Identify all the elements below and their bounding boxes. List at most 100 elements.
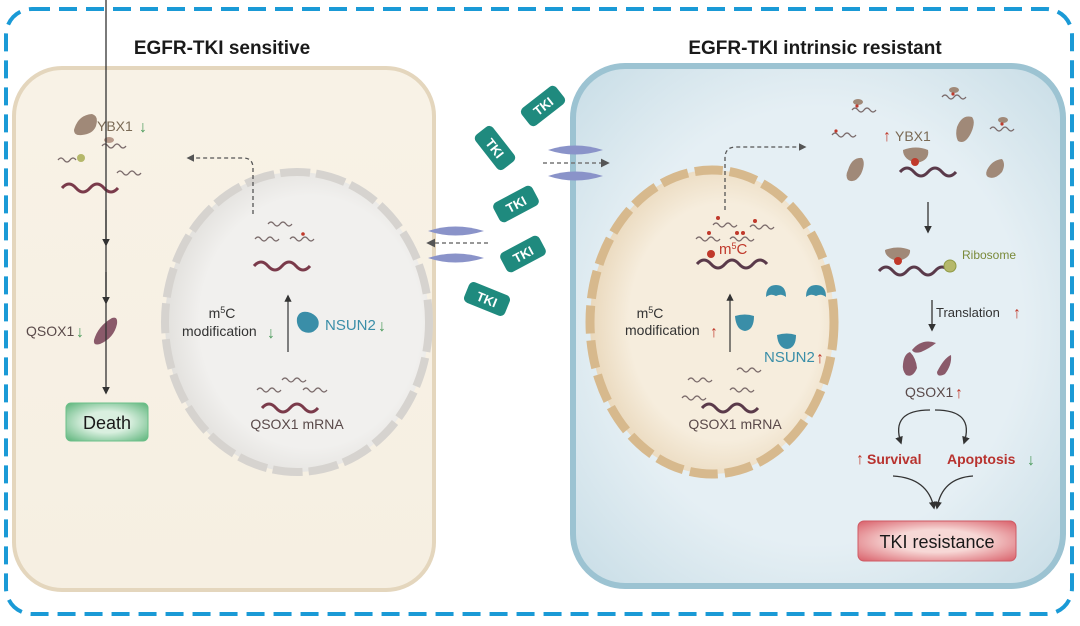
resistant-nucleus xyxy=(585,165,839,479)
tki-molecule: TKI xyxy=(463,282,511,316)
mrna-icon xyxy=(267,221,293,227)
export-arrow xyxy=(724,143,807,210)
mrna-icon xyxy=(681,395,707,401)
flow-arrow xyxy=(895,409,931,445)
ybx1-protein-icon xyxy=(846,157,864,182)
nsun2-label: NSUN2 xyxy=(325,317,376,334)
ybx1-protein-icon xyxy=(74,114,97,136)
qsox1-mrna-label: QSOX1 mRNA xyxy=(250,416,344,432)
mrna-icon xyxy=(687,377,713,383)
qsox1-trend-icon: ↓ xyxy=(76,324,84,341)
nsun2-protein-icon xyxy=(806,285,826,297)
resistant-title: EGFR-TKI intrinsic resistant xyxy=(688,38,942,59)
m5c-label: m5C xyxy=(637,305,664,321)
m5c-mark-icon xyxy=(716,216,720,220)
qsox1-trend-icon: ↑ xyxy=(955,385,963,402)
qsox1-protein-icon xyxy=(902,352,917,376)
flow-arrow xyxy=(892,475,937,510)
qsox1-mrna-icon xyxy=(260,402,320,414)
svg-text:Death: Death xyxy=(83,413,131,433)
qsox1-protein-icon xyxy=(912,341,936,353)
ribosome-icon xyxy=(943,259,957,273)
ybx1-protein-icon xyxy=(956,116,974,142)
flow-arrow xyxy=(934,409,970,445)
nsun2-label: NSUN2 xyxy=(764,349,815,366)
m5c-mark-icon xyxy=(741,231,745,235)
apoptosis-trend-icon: ↓ xyxy=(1027,452,1035,469)
m5c-mrna-icon xyxy=(749,224,775,230)
ribosome-icon xyxy=(77,154,85,162)
m5c-mrna-icon xyxy=(729,236,755,242)
ybx1-bound-mrna-icon xyxy=(989,117,1015,132)
qsox1-mrna-icon xyxy=(695,258,769,270)
survival-trend-icon: ↑ xyxy=(856,451,864,468)
nsun2-protein-icon xyxy=(735,314,754,331)
mrna-icon xyxy=(289,236,315,242)
qsox1-mrna-icon xyxy=(898,166,958,178)
m5c-mark-icon xyxy=(911,158,919,166)
outer-dashed-frame xyxy=(4,7,1074,616)
qsox1-mrna-icon xyxy=(60,182,120,194)
qsox1-label: QSOX1 xyxy=(905,384,953,400)
mrna-icon xyxy=(254,236,280,242)
ybx1-protein-icon xyxy=(903,147,929,163)
tki-molecule: TKI xyxy=(520,85,566,127)
mrna-icon xyxy=(736,367,762,373)
ybx1-label: YBX1 xyxy=(97,118,133,134)
m5c-mrna-icon xyxy=(712,222,738,228)
mrna-icon xyxy=(116,170,142,176)
m5c-mark-icon xyxy=(735,231,739,235)
nsun2-protein-icon xyxy=(766,285,786,297)
ybx1-protein-icon xyxy=(986,159,1004,178)
qsox1-mrna-icon xyxy=(700,402,760,414)
m5c-mark-icon xyxy=(301,232,305,236)
mrna-icon xyxy=(57,157,77,163)
qsox1-protein-icon xyxy=(937,355,952,376)
tki-molecule: TKI xyxy=(493,185,539,223)
m5c-mark-icon xyxy=(753,219,757,223)
ybx1-bound-mrna-icon xyxy=(941,87,967,100)
qsox1-mrna-icon xyxy=(252,260,312,272)
tki-resistance-outcome-box: TKI resistance xyxy=(857,520,1017,562)
m5c-mark-icon xyxy=(894,257,902,265)
mrna-icon xyxy=(281,377,307,383)
apoptosis-label: Apoptosis xyxy=(947,451,1016,467)
translation-trend-icon: ↑ xyxy=(1013,305,1021,322)
m5c-label: m5C xyxy=(209,305,236,321)
mrna-icon xyxy=(729,387,755,393)
m5c-mrna-icon xyxy=(695,236,721,242)
survival-label: Survival xyxy=(867,451,921,467)
flow-arrow xyxy=(934,475,974,510)
mrna-icon xyxy=(302,387,328,393)
tki-molecule: TKI xyxy=(474,125,516,171)
nsun2-protein-icon xyxy=(777,333,796,349)
nsun2-protein-icon xyxy=(296,311,319,333)
channel-left xyxy=(426,226,488,263)
qsox1-label: QSOX1 xyxy=(26,323,74,339)
m5c-mark-icon xyxy=(707,250,715,258)
ybx1-label: YBX1 xyxy=(895,128,931,144)
ybx1-protein-icon xyxy=(885,247,911,261)
nsun2-trend-icon: ↓ xyxy=(378,318,386,335)
ribosome-label: Ribosome xyxy=(962,248,1016,262)
ybx1-trend-icon: ↓ xyxy=(139,119,147,136)
sensitive-title: EGFR-TKI sensitive xyxy=(134,38,310,59)
svg-text:TKI resistance: TKI resistance xyxy=(879,532,994,552)
m5c-mark-icon xyxy=(707,231,711,235)
channel-right xyxy=(543,145,610,181)
mrna-being-translated-icon xyxy=(877,265,951,277)
svg-text:TKI: TKI xyxy=(474,289,499,311)
ybx1-trend-icon: ↑ xyxy=(883,128,891,145)
ybx1-bound-mrna-icon xyxy=(851,99,877,113)
modification-trend-icon: ↑ xyxy=(710,324,718,341)
modification-label: modification xyxy=(182,323,257,339)
qsox1-mrna-label: QSOX1 mRNA xyxy=(688,416,782,432)
death-outcome-box: Death xyxy=(65,402,149,442)
nsun2-trend-icon: ↑ xyxy=(816,350,824,367)
tki-molecule: TKI xyxy=(500,235,546,273)
translation-label: Translation xyxy=(936,305,1000,320)
mrna-icon xyxy=(256,387,282,393)
modification-label: modification xyxy=(625,322,700,338)
m5c-mark-label: m5C xyxy=(719,241,748,258)
